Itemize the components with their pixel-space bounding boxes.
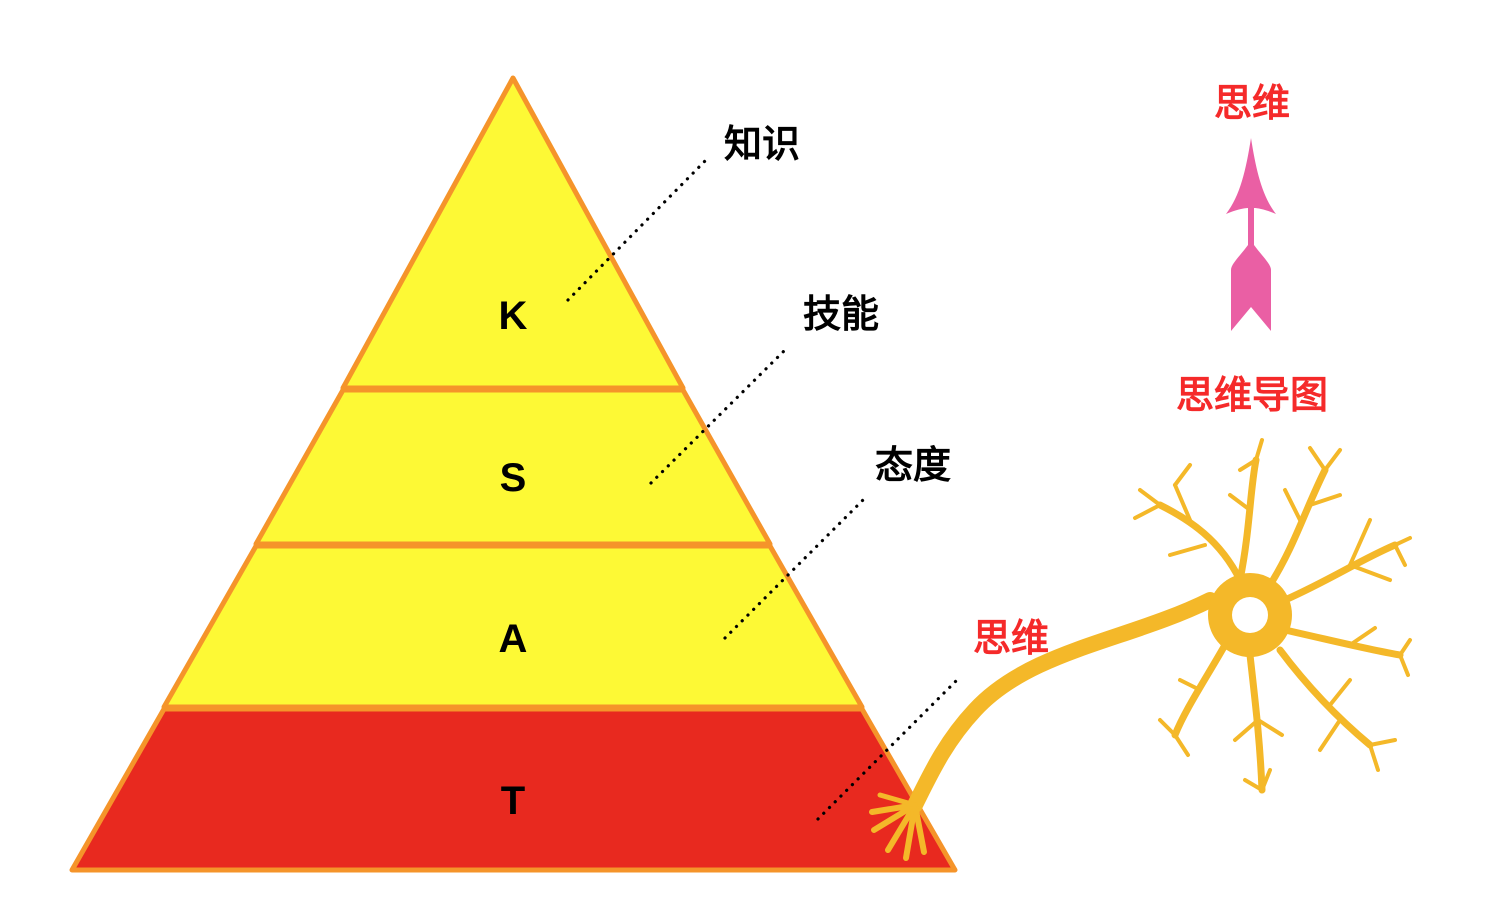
label-attitude: 态度	[875, 443, 951, 487]
tier-t-letter: T	[501, 779, 525, 823]
up-arrow-icon	[1226, 138, 1276, 331]
tier-t-shape	[69, 706, 958, 873]
neuron-icon	[869, 438, 1412, 861]
thinking-top-label: 思维	[1214, 81, 1290, 125]
tier-a-letter: A	[499, 617, 528, 661]
leader-line-t	[816, 679, 958, 821]
tier-k-shape	[340, 75, 686, 391]
label-thinking: 思维	[973, 616, 1049, 660]
leader-line-s	[649, 345, 790, 485]
tier-s-letter: S	[500, 456, 527, 500]
tier-k-letter: K	[499, 294, 528, 338]
label-skills: 技能	[803, 292, 879, 336]
leader-lines	[566, 158, 958, 821]
leader-line-a	[723, 498, 865, 640]
pyramid: K S A T	[69, 75, 958, 873]
label-knowledge: 知识	[724, 122, 800, 166]
mind-map-label: 思维导图	[1176, 373, 1328, 417]
leader-line-k	[566, 158, 708, 302]
